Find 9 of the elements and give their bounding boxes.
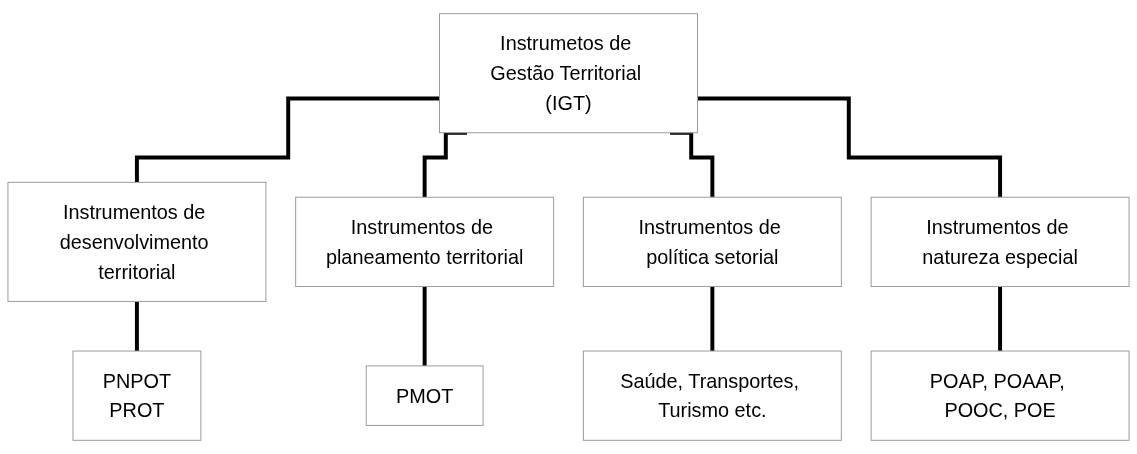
node-box: PMOT: [365, 365, 484, 426]
node-box: Instrumentos de política setorial: [582, 196, 842, 288]
node-box: Instrumentos de natureza especial: [870, 196, 1130, 288]
node-box: POAP, POAAP, POOC, POE: [870, 350, 1130, 441]
node-box: PNPOT PROT: [72, 350, 202, 441]
node-box: Instrumentos de desenvolvimento territorial: [7, 181, 267, 302]
node-box: Instrumetos de Gestão Territorial (IGT): [439, 13, 698, 134]
node-box: Instrumentos de planeamento territorial: [295, 196, 555, 288]
node-box: Saúde, Transportes, Turismo etc.: [582, 350, 842, 441]
